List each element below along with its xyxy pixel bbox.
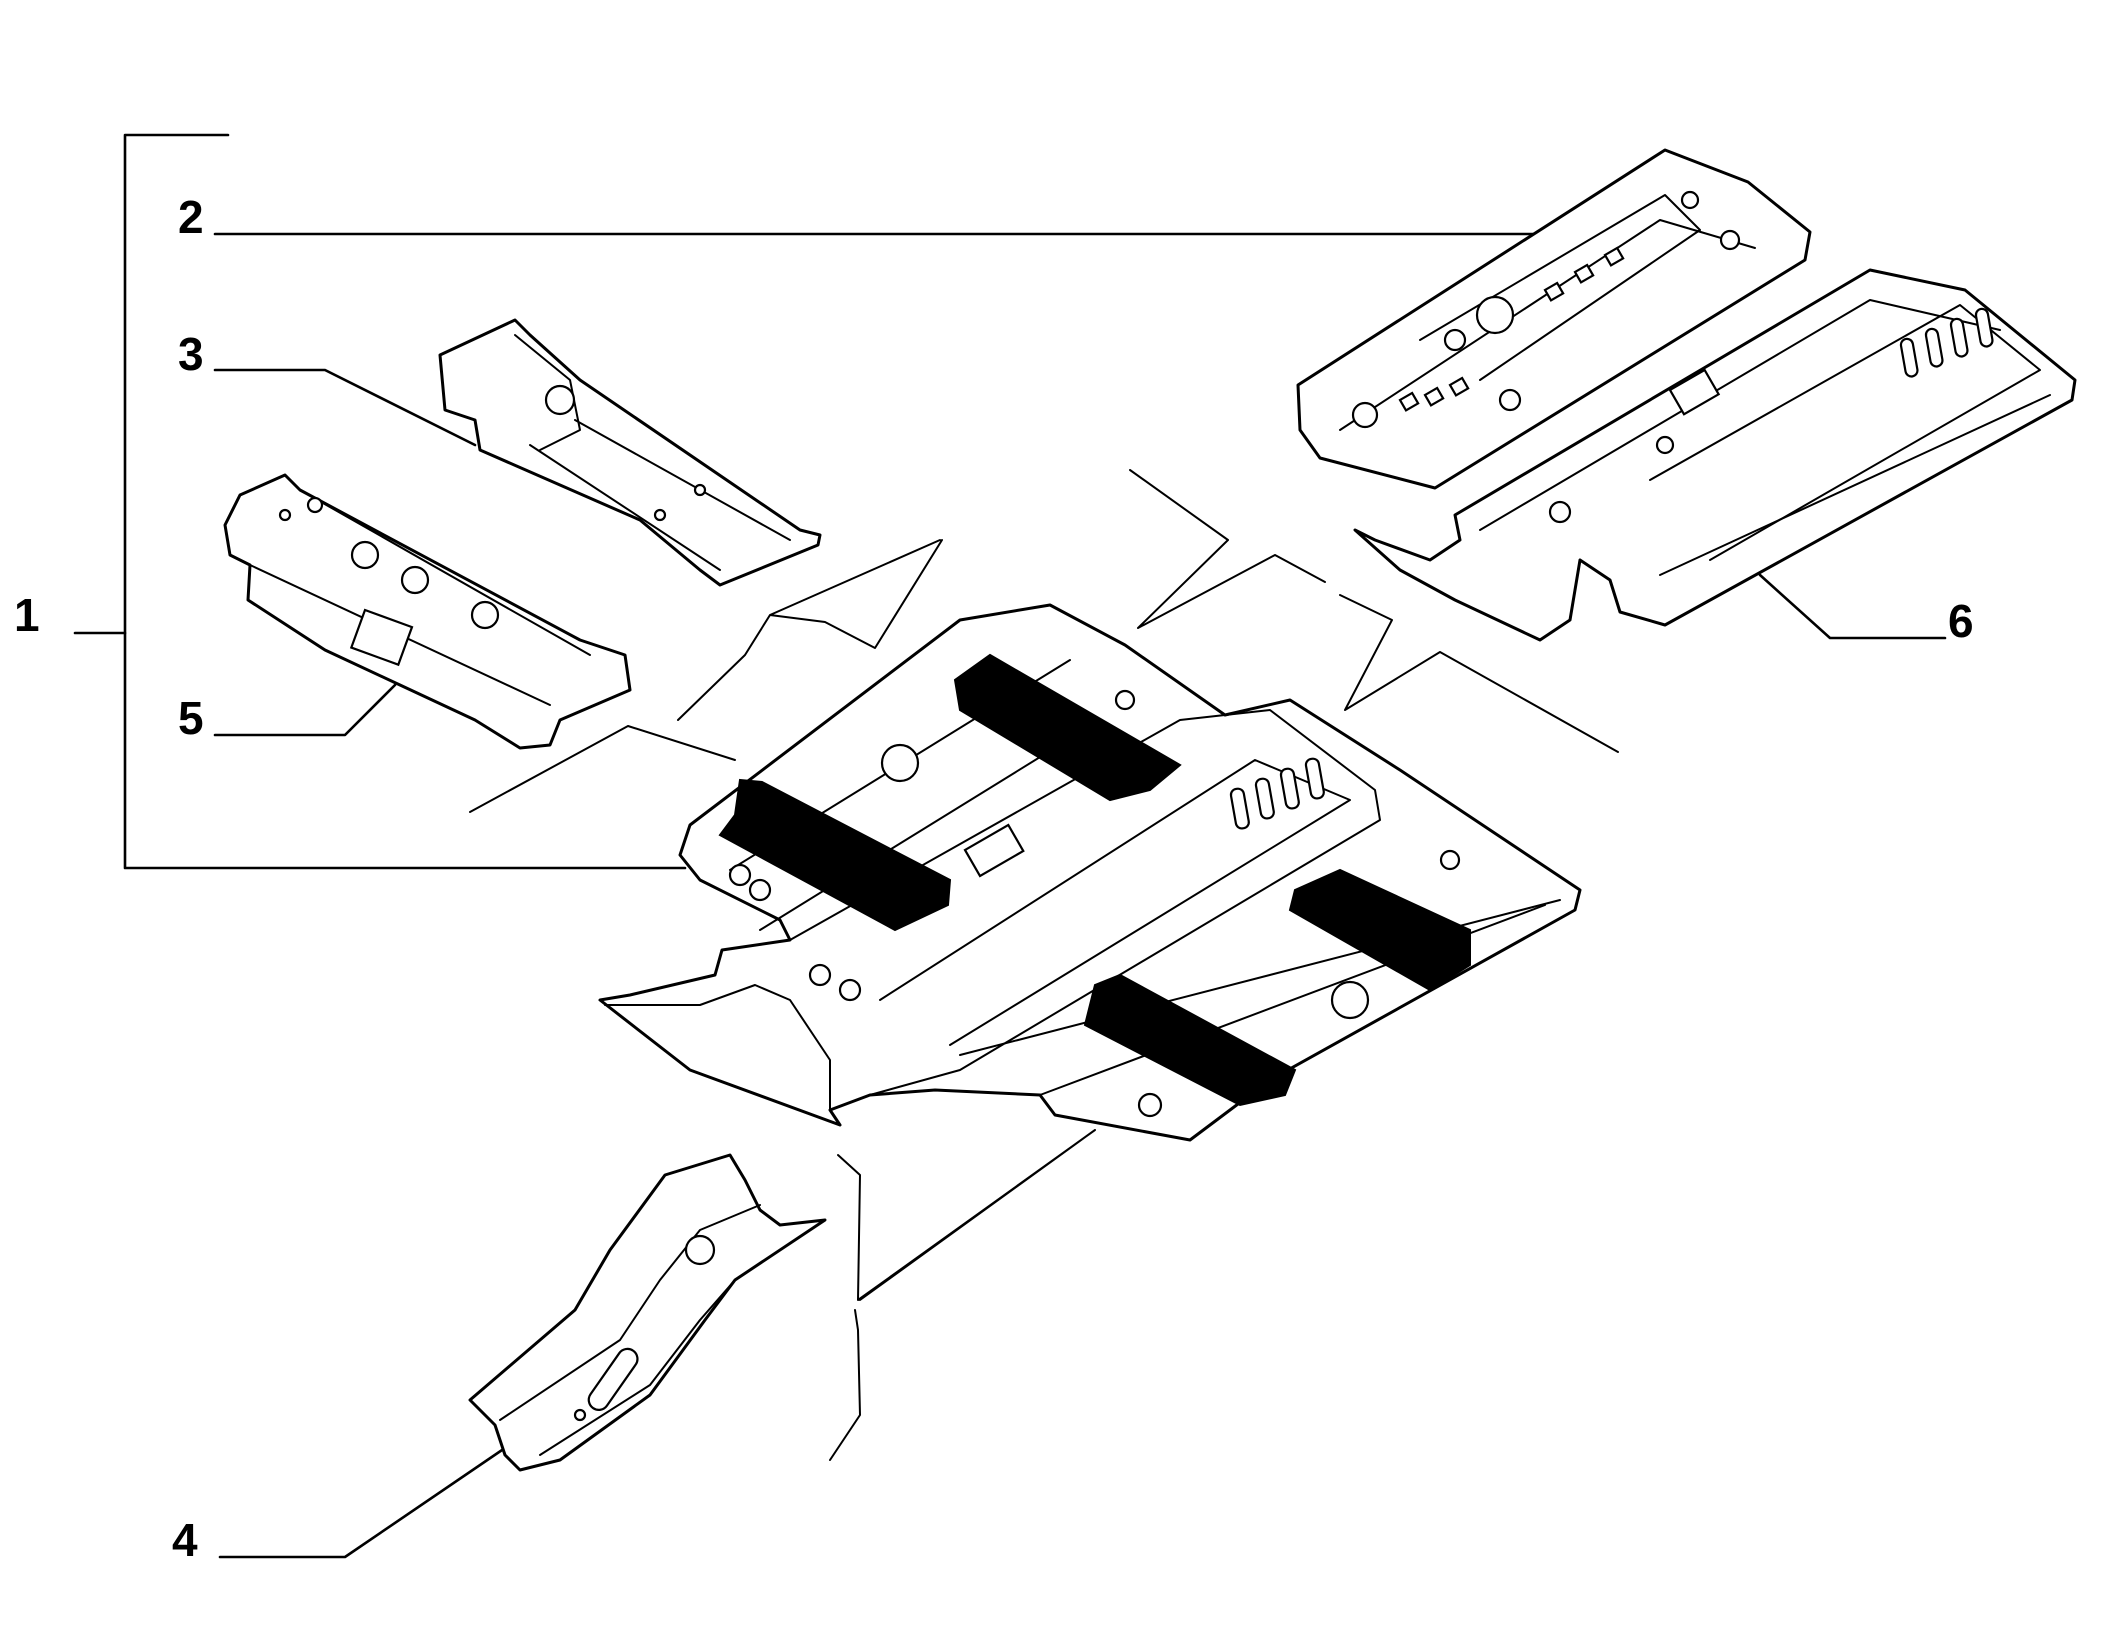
pad-front-left: [718, 778, 952, 932]
part-3-cross-member: [438, 318, 822, 587]
callout-6: 6: [1948, 595, 1974, 647]
part-4-rear-rail: [468, 1153, 827, 1472]
part-5-cross-member: [223, 473, 632, 750]
leader-5: [213, 683, 397, 737]
part-2-floor-panel: [1296, 148, 1812, 490]
pad-front-right: [1083, 973, 1297, 1107]
leader-4: [218, 1446, 507, 1559]
part-6-tunnel-section: [1353, 268, 2077, 642]
callout-3: 3: [178, 328, 204, 380]
part-1-main-floor-assembly: [598, 603, 1582, 1142]
guide-lines: [469, 469, 1619, 1461]
callout-5: 5: [178, 692, 204, 744]
callout-4: 4: [172, 1514, 198, 1566]
bracket-1: [123, 133, 687, 870]
leader-3: [213, 368, 477, 447]
callout-2: 2: [178, 191, 204, 243]
leader-lines: [73, 133, 1947, 1559]
leader-6: [1758, 573, 1947, 640]
pad-rear-left: [953, 653, 1182, 802]
callout-1: 1: [14, 589, 40, 641]
pad-rear-right: [1288, 868, 1471, 992]
